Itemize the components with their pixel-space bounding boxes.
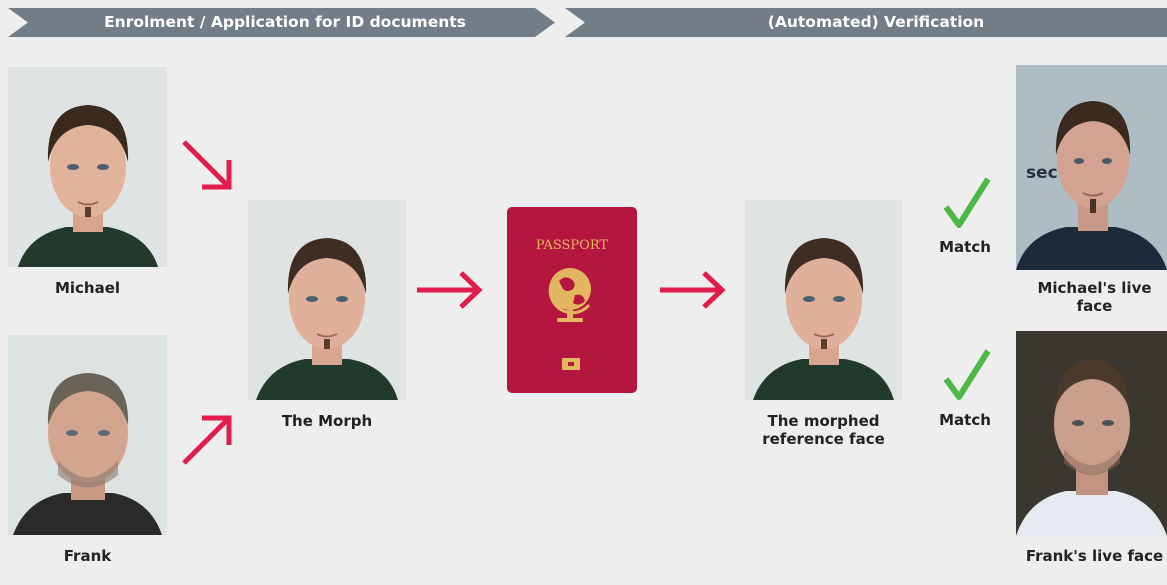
morph-photo — [248, 200, 406, 400]
verification-banner: (Automated) Verification — [560, 0, 1167, 45]
enrolment-banner-label: Enrolment / Application for ID documents — [104, 13, 466, 31]
morph-caption: The Morph — [281, 412, 373, 430]
arrow-right-icon — [660, 271, 726, 309]
michael-caption: Michael — [54, 279, 121, 297]
morphed-reference-caption: The morphed reference face — [745, 412, 902, 448]
frank-live-caption: Frank's live face — [1022, 547, 1167, 565]
morphed-reference-photo — [745, 200, 902, 400]
match-label-michael: Match — [939, 238, 991, 256]
chip-icon — [562, 358, 580, 370]
frank-live-caption-text: Frank's live face — [1025, 547, 1164, 565]
arrow-down-right-icon — [182, 140, 232, 190]
arrow-up-right-icon — [182, 415, 232, 465]
passport: PASSPORT — [507, 207, 637, 393]
frank-caption: Frank — [63, 547, 112, 565]
michael-live-caption-text: Michael's live face — [1037, 279, 1152, 315]
match-label-frank: Match — [939, 411, 991, 429]
passport-label: PASSPORT — [536, 238, 608, 253]
enrolment-banner: Enrolment / Application for ID documents — [0, 0, 560, 45]
check-icon — [943, 349, 991, 400]
live-overlay-text: sec — [1026, 163, 1058, 183]
michael-live-photo: sec — [1016, 65, 1167, 270]
arrow-right-icon — [417, 271, 483, 309]
morphed-reference-caption-text: The morphed reference face — [762, 412, 885, 448]
michael-live-caption: Michael's live face — [1022, 279, 1167, 315]
globe-icon — [548, 268, 591, 322]
michael-photo — [8, 67, 167, 267]
frank-live-photo — [1016, 331, 1167, 536]
check-icon — [943, 177, 991, 228]
frank-photo — [8, 335, 167, 535]
verification-banner-label: (Automated) Verification — [767, 13, 985, 31]
